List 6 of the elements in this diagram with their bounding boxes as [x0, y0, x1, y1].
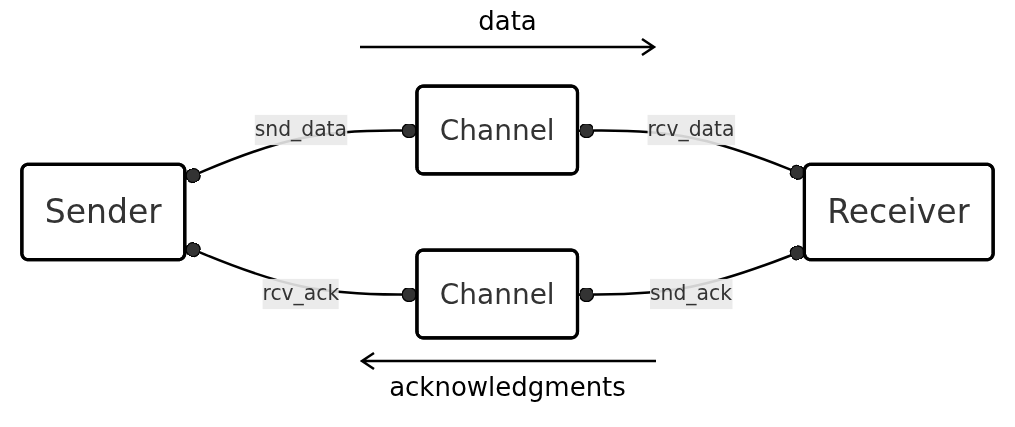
direction-label: acknowledgments: [389, 372, 626, 402]
edge-label: snd_data: [254, 117, 348, 142]
direction-label: data: [478, 6, 537, 36]
edge-label: snd_ack: [649, 281, 732, 306]
edge-label: rcv_ack: [262, 281, 340, 306]
edge-label: rcv_data: [647, 117, 735, 142]
